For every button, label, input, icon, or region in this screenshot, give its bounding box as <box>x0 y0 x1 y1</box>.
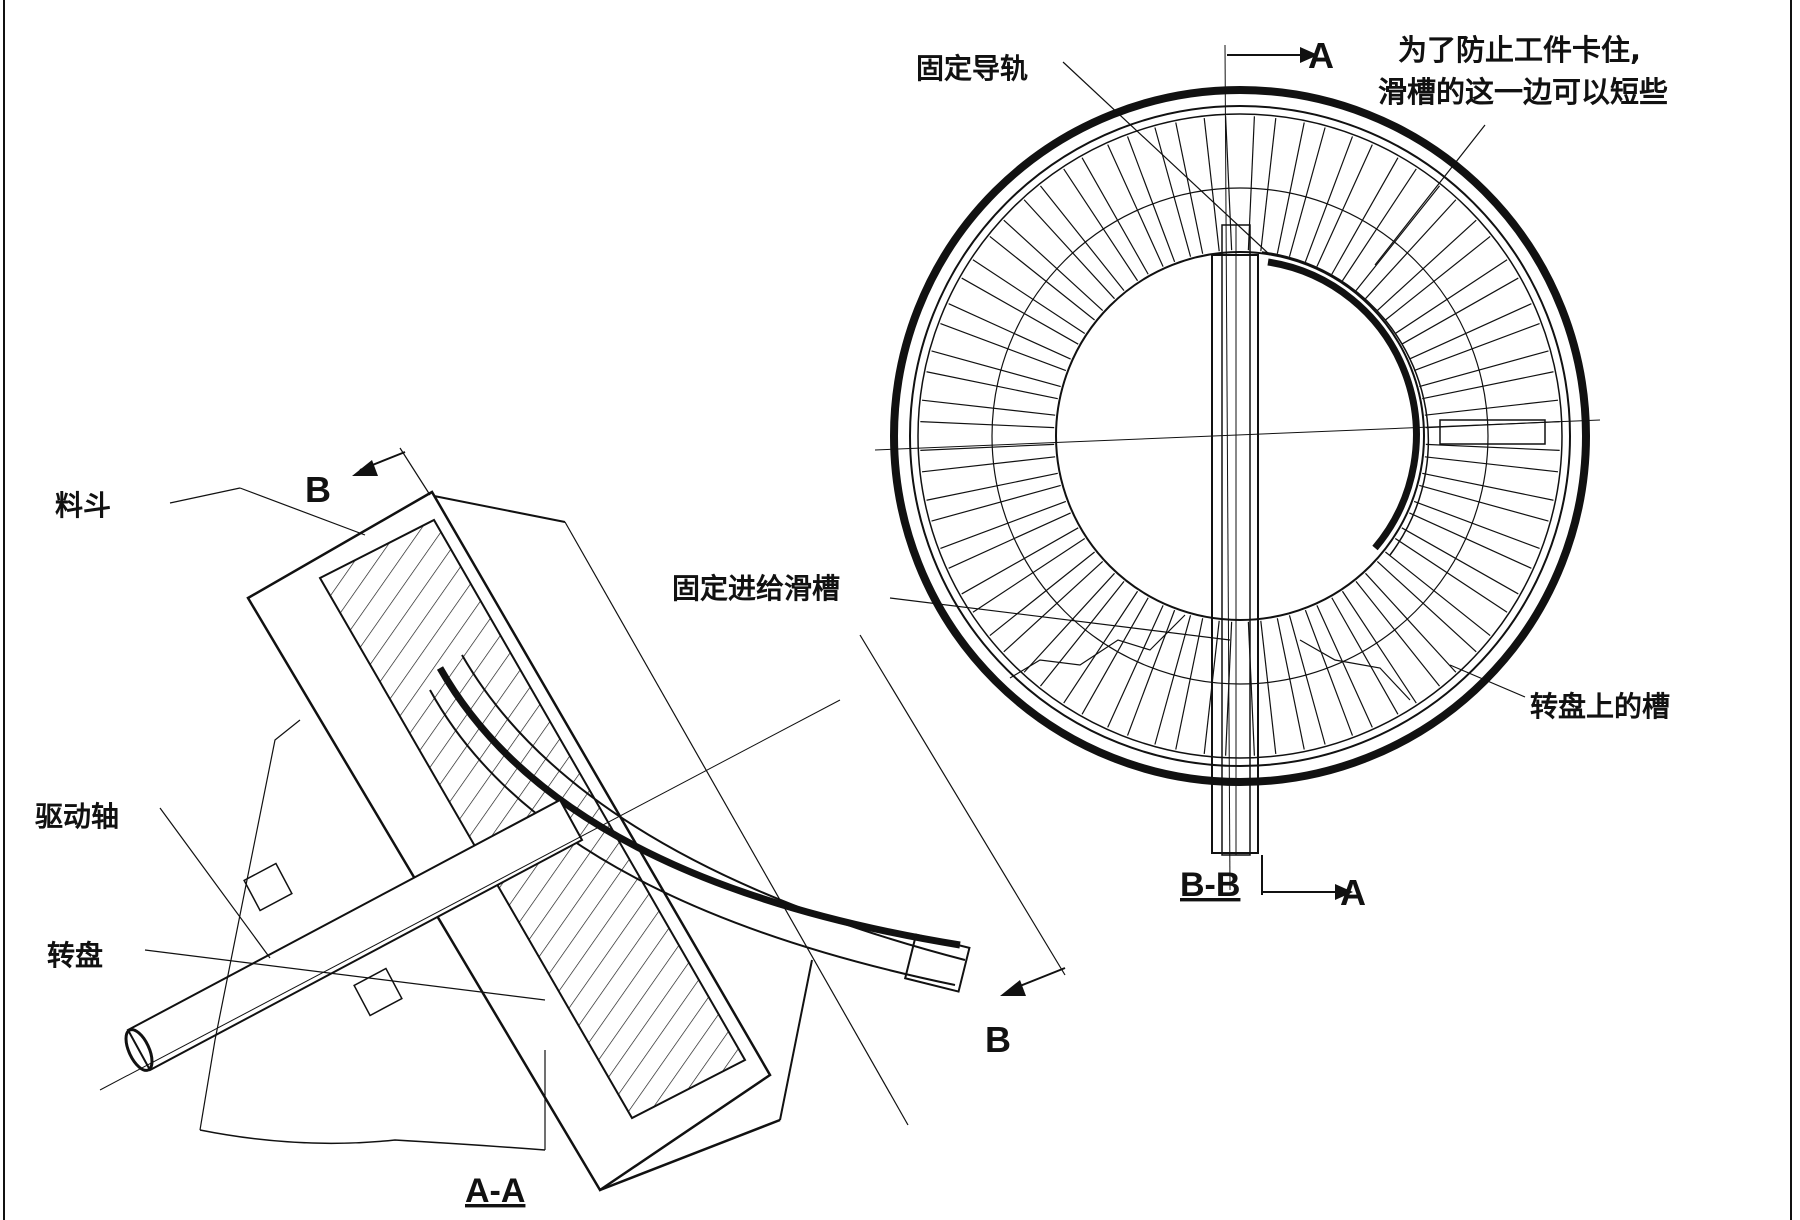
turntable-outer-rim <box>890 86 1590 786</box>
radial-slot-line <box>1126 609 1176 736</box>
turntable-inner-hole <box>1055 251 1425 621</box>
radial-slot-line <box>1422 371 1554 400</box>
section-mark-a-top: A <box>1308 35 1334 76</box>
radial-slot-line <box>972 259 1086 335</box>
drive-shaft <box>126 798 584 1072</box>
radial-slot-line <box>1126 136 1176 263</box>
radial-slot-line <box>1401 527 1519 595</box>
view-aa <box>99 447 1066 1192</box>
section-mark-b-bottom: B <box>985 1019 1011 1060</box>
radial-slot-line <box>948 303 1071 360</box>
radial-slot-line <box>1107 605 1164 728</box>
radial-slot-line <box>940 322 1067 372</box>
view-bb <box>874 44 1601 900</box>
radial-slot-line <box>920 421 1055 429</box>
radial-slot-line <box>1413 322 1540 372</box>
radial-slot-line <box>1288 615 1326 745</box>
fixed-guide-rail-bar <box>1211 254 1259 854</box>
radial-slot-line <box>926 472 1058 501</box>
radial-slot-line <box>1376 561 1477 653</box>
label-fixed-guide-rail: 固定导轨 <box>916 52 1028 85</box>
radial-slot-line <box>1394 537 1508 613</box>
radial-slot-line <box>989 551 1095 637</box>
radial-slot-line <box>1154 615 1192 745</box>
radial-slot-line <box>972 537 1086 613</box>
radial-slot-line <box>1316 144 1373 267</box>
view-label-aa: A-A <box>465 1172 525 1210</box>
radial-slot-line <box>1276 122 1305 254</box>
radial-slot-line <box>1063 590 1139 704</box>
radial-slot-line <box>1260 117 1277 252</box>
radial-slot-line <box>1304 136 1354 263</box>
feed-chute-curve <box>436 666 961 949</box>
radial-slot-line <box>989 235 1095 321</box>
radial-slot-line <box>1365 572 1457 673</box>
radial-slot-line <box>1081 157 1149 275</box>
section-mark-a-bottom: A <box>1340 872 1366 913</box>
radial-slot-line <box>1365 199 1457 300</box>
radial-slot-line <box>961 527 1079 595</box>
radial-slot-line <box>1385 551 1491 637</box>
radial-slot-line <box>1316 605 1373 728</box>
radial-slot-line <box>1385 235 1491 321</box>
radial-slot-line <box>921 399 1056 416</box>
radial-slot-line <box>1175 618 1204 750</box>
radial-slot-line <box>1203 117 1220 252</box>
radial-slot-line <box>931 350 1061 388</box>
radial-slot-line <box>1376 219 1477 311</box>
radial-slot-line <box>1341 590 1417 704</box>
label-note-line2: 滑槽的这一边可以短些 <box>1378 75 1668 109</box>
radial-slot-line <box>1003 219 1104 311</box>
radial-slot-line <box>1023 199 1115 300</box>
label-turntable-slot: 转盘上的槽 <box>1530 690 1670 723</box>
radial-slot-line <box>1413 500 1540 550</box>
radial-slot-line <box>1409 303 1532 360</box>
radial-slot-line <box>940 500 1067 550</box>
radial-slot-line <box>1409 512 1532 569</box>
radial-slot-line <box>1081 597 1149 715</box>
radial-slot-line <box>1394 259 1508 335</box>
radial-slot-line <box>1355 185 1441 291</box>
radial-slot-line <box>931 484 1061 522</box>
radial-slot-line <box>1107 144 1164 267</box>
label-drive-shaft: 驱动轴 <box>35 800 119 833</box>
radial-slot-line <box>1341 168 1417 282</box>
view-label-bb: B-B <box>1180 866 1240 904</box>
radial-slot-line <box>1175 122 1204 254</box>
radial-slot-line <box>1003 561 1104 653</box>
radial-slot-line <box>1154 127 1192 257</box>
radial-slot-line <box>1331 157 1399 275</box>
radial-slot-line <box>926 371 1058 400</box>
radial-slot-line <box>1039 185 1125 291</box>
radial-slot-line <box>1425 443 1560 451</box>
radial-slot-line <box>1304 609 1354 736</box>
radial-slot-line <box>961 277 1079 345</box>
radial-slot-line <box>1260 620 1277 755</box>
label-turntable: 转盘 <box>47 939 103 972</box>
radial-slot-line <box>1288 127 1326 257</box>
radial-slot-line <box>1424 456 1559 473</box>
radial-slot-line <box>1355 581 1441 687</box>
radial-slot-line <box>1039 581 1125 687</box>
radial-slot-line <box>1276 618 1305 750</box>
label-fixed-feed-chute: 固定进给滑槽 <box>672 572 840 605</box>
radial-slot-line <box>948 512 1071 569</box>
section-mark-b-top: B <box>305 469 331 510</box>
label-hopper: 料斗 <box>55 489 111 522</box>
radial-slot-line <box>1331 597 1399 715</box>
radial-slot-line <box>1225 116 1233 251</box>
radial-slot-line <box>1023 572 1115 673</box>
radial-slot-line <box>1424 399 1559 416</box>
radial-slot-line <box>1419 484 1549 522</box>
radial-slot-line <box>1063 168 1139 282</box>
radial-slot-line <box>920 443 1055 451</box>
radial-slot-line <box>921 456 1056 473</box>
radial-slot-line <box>1401 277 1519 345</box>
label-note-line1: 为了防止工件卡住, <box>1398 33 1641 67</box>
radial-slot-line <box>1422 472 1554 501</box>
radial-slot-line <box>1419 350 1549 388</box>
